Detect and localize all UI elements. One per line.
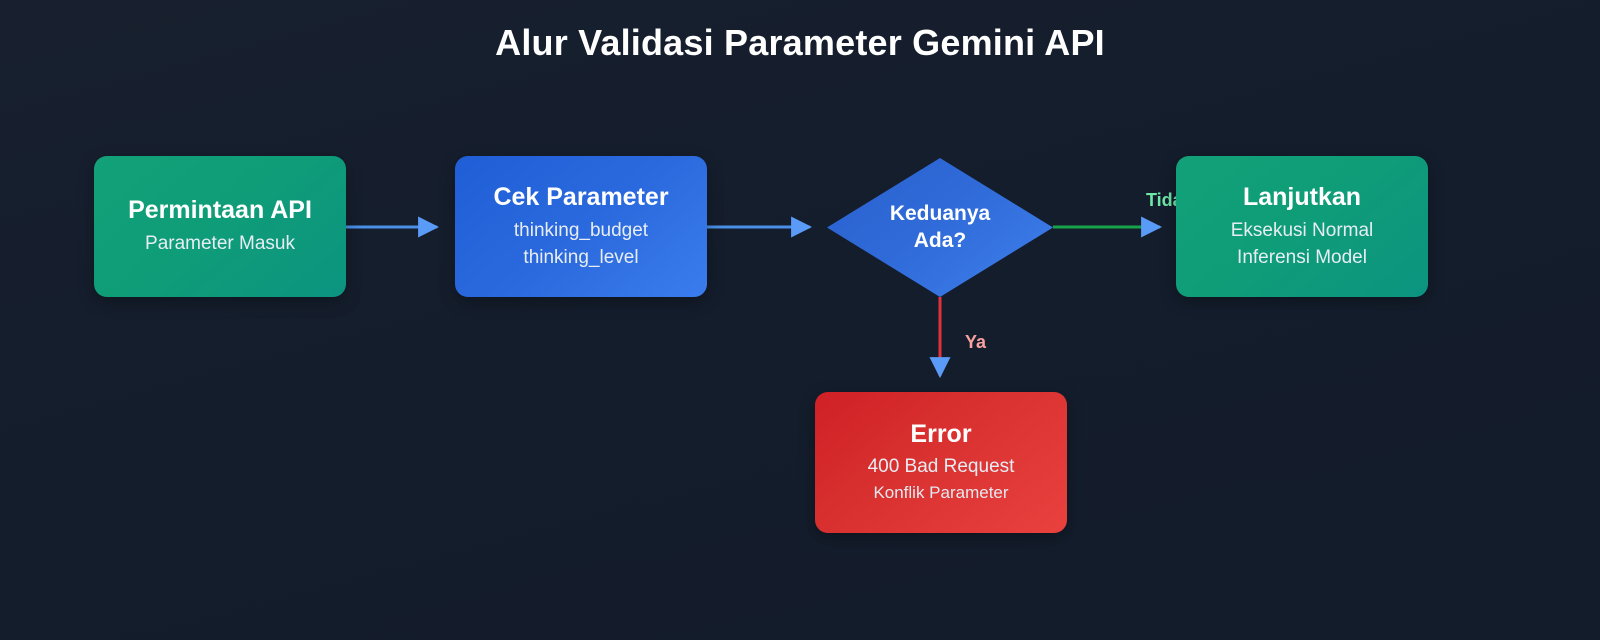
diamond-label-line1: Keduanya <box>889 202 991 226</box>
node-error[interactable]: Error 400 Bad Request Konflik Parameter <box>815 392 1067 533</box>
node-title: Lanjutkan <box>1242 182 1362 211</box>
node-subtitle-thinking-budget: thinking_budget <box>513 219 649 241</box>
node-permintaan-api[interactable]: Permintaan API Parameter Masuk <box>94 156 346 297</box>
diamond-label-line2: Ada? <box>913 228 967 252</box>
node-cek-parameter[interactable]: Cek Parameter thinking_budget thinking_l… <box>455 156 707 297</box>
node-lanjutkan[interactable]: Lanjutkan Eksekusi Normal Inferensi Mode… <box>1176 156 1428 297</box>
edge-label-ya: Ya <box>965 332 987 352</box>
node-subtitle: Parameter Masuk <box>145 233 295 255</box>
node-title: Cek Parameter <box>493 182 669 211</box>
node-title: Permintaan API <box>128 196 312 225</box>
diamond-label: Keduanya Ada? <box>827 158 1053 297</box>
node-subtitle-thinking-level: thinking_level <box>523 246 639 268</box>
node-subtitle-status: 400 Bad Request <box>867 456 1015 478</box>
node-subtitle-konflik: Konflik Parameter <box>873 483 1009 503</box>
page-title: Alur Validasi Parameter Gemini API <box>495 22 1105 63</box>
node-keduanya-ada-decision[interactable]: Keduanya Ada? <box>827 158 1053 297</box>
node-subtitle-eksekusi-normal: Eksekusi Normal <box>1230 219 1374 241</box>
node-title: Error <box>910 420 972 449</box>
node-subtitle-inferensi-model: Inferensi Model <box>1237 246 1367 268</box>
